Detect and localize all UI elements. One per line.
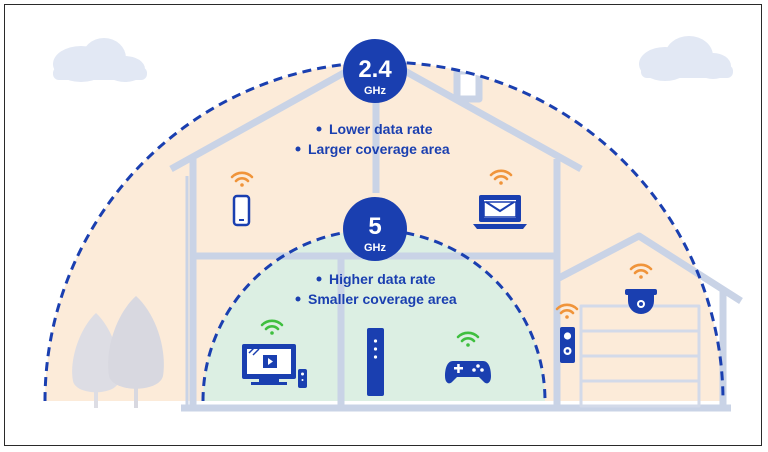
game-controller-icon <box>445 361 491 384</box>
wifi-signal-laptop-icon <box>489 169 513 185</box>
band-5-unit: GHz <box>364 242 387 254</box>
security-camera-icon <box>625 289 657 314</box>
band-badge-24ghz: 2.4 GHz <box>343 39 407 103</box>
trees <box>72 296 164 408</box>
wifi-coverage-diagram: 2.4 GHz 5 GHz Lower data rate Larger cov… <box>43 36 743 412</box>
band-24-bullet-1: Lower data rate <box>329 121 433 137</box>
band-24-unit: GHz <box>364 85 387 97</box>
smartphone-icon <box>232 194 251 227</box>
wifi-signal-phone-icon <box>230 171 254 187</box>
cloud-left-icon <box>53 38 147 82</box>
wifi-signal-camera-icon <box>629 263 653 279</box>
band-24-bullets: Lower data rate Larger coverage area <box>295 121 450 157</box>
band-24-value: 2.4 <box>358 56 392 83</box>
router-icon <box>367 328 384 396</box>
band-badge-5ghz: 5 GHz <box>343 197 407 261</box>
wifi-signal-controller-icon <box>456 331 480 347</box>
band-5-bullets: Higher data rate Smaller coverage area <box>295 271 457 307</box>
band-5-bullet-2: Smaller coverage area <box>308 291 457 307</box>
coverage-boundary-5ghz <box>201 228 547 402</box>
band-5-bullet-1: Higher data rate <box>329 271 436 287</box>
house-outline <box>169 51 743 412</box>
smart-tv-icon <box>242 344 307 388</box>
diagram-frame: 2.4 GHz 5 GHz Lower data rate Larger cov… <box>4 4 762 446</box>
video-doorbell-icon <box>560 327 575 363</box>
laptop-email-icon <box>473 195 527 229</box>
cloud-right-icon <box>639 36 733 81</box>
band-5-value: 5 <box>368 213 381 240</box>
wifi-signal-tv-icon <box>260 319 284 335</box>
wifi-signal-doorbell-icon <box>555 303 579 319</box>
band-24-bullet-2: Larger coverage area <box>308 141 450 157</box>
